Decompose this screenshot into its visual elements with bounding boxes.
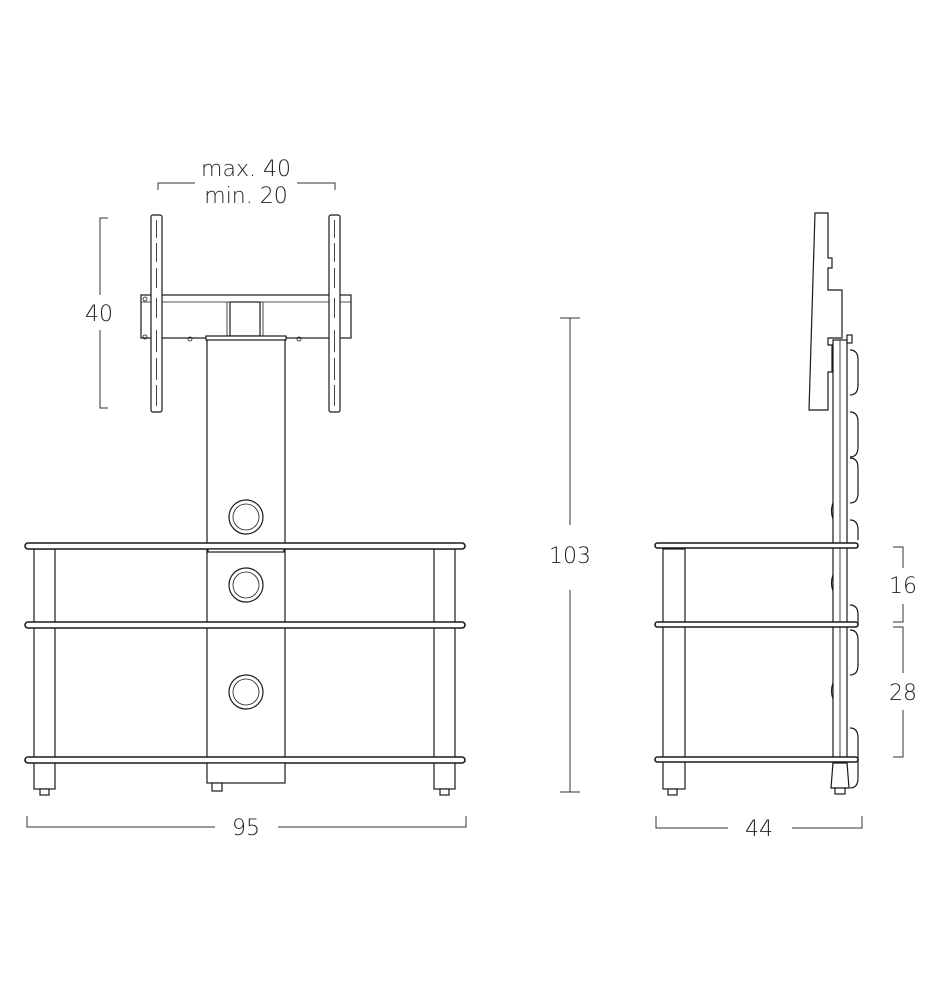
- left-leg: [33, 548, 56, 790]
- upper-shelf-gap-dimension: 16: [889, 546, 917, 623]
- side-view: 44 16 28: [654, 212, 917, 842]
- foot: [39, 788, 50, 796]
- width-label: 95: [232, 816, 260, 841]
- mount-height-label: 40: [85, 302, 113, 327]
- upper-shelf-gap-label: 16: [889, 574, 917, 599]
- left-bracket-arm: [142, 214, 193, 413]
- column-base: [206, 762, 286, 784]
- cable-hole-icon: [228, 499, 264, 535]
- middle-shelf: [24, 621, 466, 629]
- column-collar: [207, 548, 285, 553]
- bottom-shelf: [24, 756, 466, 764]
- cable-hole-icon: [228, 567, 264, 603]
- mount-width-max-label: max. 40: [201, 157, 291, 182]
- mount-height-dimension: 40: [85, 217, 113, 409]
- height-label: 103: [549, 544, 591, 569]
- foot: [211, 782, 223, 792]
- side-leg: [662, 548, 686, 790]
- mount-width-min-label: min. 20: [204, 184, 287, 209]
- cable-hole-icon: [228, 674, 264, 710]
- depth-dimension: 44: [655, 816, 863, 842]
- top-shelf: [24, 542, 466, 550]
- side-mount-plate: [808, 212, 843, 411]
- right-leg: [433, 548, 456, 790]
- side-top-shelf: [654, 542, 859, 549]
- mount-crossbar: [140, 294, 352, 341]
- side-middle-shelf: [654, 621, 859, 628]
- mount-width-dimension: max. 40 min. 20: [157, 157, 336, 209]
- side-bottom-shelf: [654, 756, 859, 763]
- lower-shelf-gap-dimension: 28: [889, 626, 917, 758]
- lower-shelf-gap-label: 28: [889, 681, 917, 706]
- front-view: max. 40 min. 20 40: [24, 157, 467, 841]
- depth-label: 44: [745, 817, 773, 842]
- foot: [439, 788, 450, 796]
- foot: [834, 787, 846, 795]
- right-bracket-arm: [296, 214, 341, 413]
- height-dimension: 103: [549, 317, 591, 793]
- width-dimension: 95: [26, 816, 467, 841]
- foot: [667, 788, 678, 796]
